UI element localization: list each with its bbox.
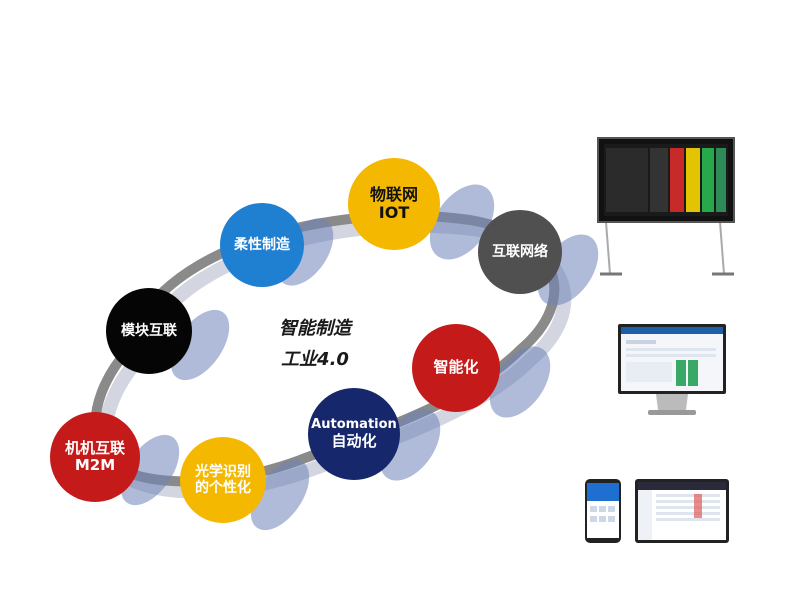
node-flexible-manufacturing: 柔性制造: [220, 203, 304, 287]
node-network-line1: 互联网络: [492, 243, 548, 260]
node-ocr-line1: 光学识别: [195, 463, 251, 480]
desktop-monitor-device: [618, 324, 726, 415]
node-automation: Automation 自动化: [308, 388, 400, 480]
node-iot-line2: IOT: [378, 203, 410, 222]
node-flex-line1: 柔性制造: [234, 236, 290, 253]
center-title-line1: 智能制造: [279, 318, 351, 339]
node-optical-recognition: 光学识别 的个性化: [180, 437, 266, 523]
tablet-device: [635, 479, 729, 543]
display-data-grid: [606, 148, 726, 212]
node-m2m-line1: 机机互联: [64, 438, 125, 457]
node-m2m-line2: M2M: [74, 456, 116, 474]
center-title-line2: 工业4.0: [281, 348, 349, 370]
mobile-phone-device: [585, 479, 621, 543]
center-title: 智能制造 工业4.0: [230, 314, 400, 375]
node-m2m: 机机互联 M2M: [50, 412, 140, 502]
node-automation-line1: Automation: [311, 416, 397, 432]
node-module-interconnect: 模块互联: [106, 288, 192, 374]
node-internet-network: 互联网络: [478, 210, 562, 294]
node-intelligence: 智能化: [412, 324, 500, 412]
node-automation-line2: 自动化: [331, 431, 377, 450]
node-module-line1: 模块互联: [121, 322, 177, 339]
node-iot: 物联网 IOT: [348, 158, 440, 250]
node-smart-line1: 智能化: [433, 358, 479, 377]
node-ocr-line2: 的个性化: [195, 480, 251, 496]
node-iot-line1: 物联网: [369, 184, 418, 204]
wall-display-device: [597, 137, 735, 276]
